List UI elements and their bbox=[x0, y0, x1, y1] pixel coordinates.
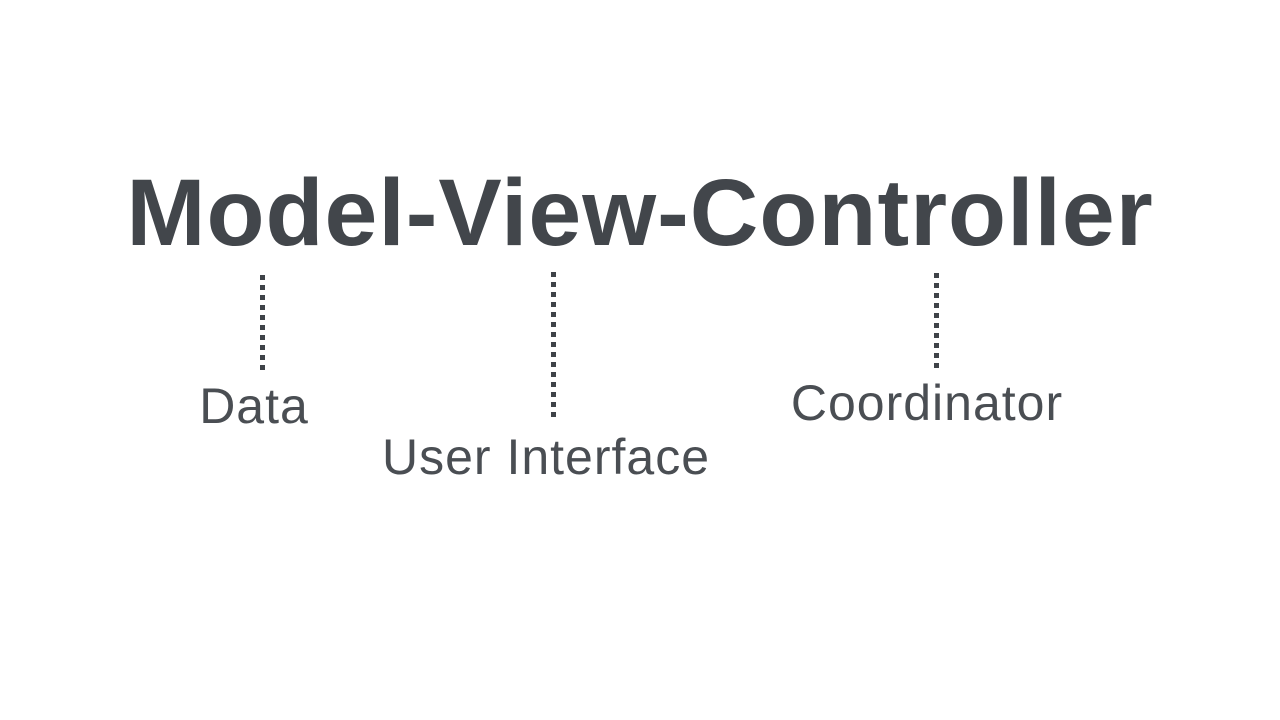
dotted-connector-controller bbox=[934, 273, 939, 371]
dotted-connector-view bbox=[551, 272, 556, 422]
dotted-connector-model bbox=[260, 275, 265, 371]
diagram-title: Model-View-Controller bbox=[126, 160, 1154, 266]
label-controller-meaning: Coordinator bbox=[790, 375, 1064, 431]
label-model-meaning: Data bbox=[199, 378, 309, 434]
label-view-meaning: User Interface bbox=[381, 429, 711, 485]
